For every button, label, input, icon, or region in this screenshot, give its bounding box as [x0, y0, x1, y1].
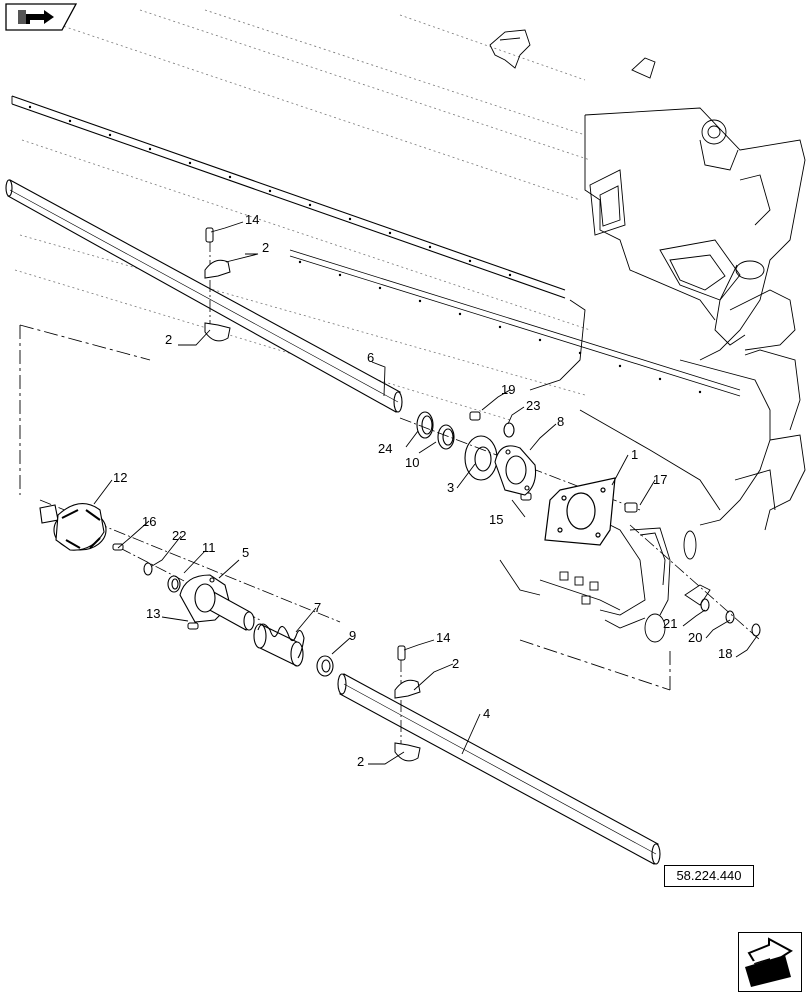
callout-c2b[interactable]: 2 [165, 332, 172, 347]
callout-c13[interactable]: 13 [146, 606, 160, 621]
callout-c17[interactable]: 17 [653, 472, 667, 487]
next-page-button[interactable] [738, 932, 802, 992]
callout-c14a[interactable]: 14 [245, 212, 259, 227]
callout-c6[interactable]: 6 [367, 350, 374, 365]
callout-c23[interactable]: 23 [526, 398, 540, 413]
leader-lines [93, 221, 758, 765]
bearing-housing-5 [179, 574, 255, 631]
header-frame-background [11, 9, 806, 691]
callout-c20[interactable]: 20 [688, 630, 702, 645]
callout-c24[interactable]: 24 [378, 441, 392, 456]
bearing-flange-8 [494, 445, 537, 496]
reference-code-box[interactable]: 58.224.440 [664, 865, 754, 887]
lower-shaft [337, 673, 661, 865]
callout-c14b[interactable]: 14 [436, 630, 450, 645]
upper-shaft [5, 179, 403, 413]
callout-c7[interactable]: 7 [314, 600, 321, 615]
callout-c15[interactable]: 15 [489, 512, 503, 527]
callout-c22[interactable]: 22 [172, 528, 186, 543]
next-page-arrow-icon [745, 937, 793, 987]
callout-c5[interactable]: 5 [242, 545, 249, 560]
hub-12 [39, 503, 107, 551]
callout-c10[interactable]: 10 [405, 455, 419, 470]
rings-and-washers [143, 411, 761, 677]
callout-c9[interactable]: 9 [349, 628, 356, 643]
callout-labels: 1222234567891011121314141516171819202122… [113, 212, 732, 769]
mounting-plate-1 [544, 477, 616, 546]
callout-c4[interactable]: 4 [483, 706, 490, 721]
callout-c11[interactable]: 11 [202, 540, 216, 555]
previous-page-arrow-icon[interactable] [5, 3, 78, 31]
callout-c18[interactable]: 18 [718, 646, 732, 661]
callout-c2c[interactable]: 2 [452, 656, 459, 671]
callout-c12[interactable]: 12 [113, 470, 127, 485]
callout-c19[interactable]: 19 [501, 382, 515, 397]
callout-c1[interactable]: 1 [631, 447, 638, 462]
spring-7 [253, 623, 305, 667]
callout-c8[interactable]: 8 [557, 414, 564, 429]
callout-c2d[interactable]: 2 [357, 754, 364, 769]
clamp-halves [204, 259, 421, 762]
callout-c2a[interactable]: 2 [262, 240, 269, 255]
callout-c21[interactable]: 21 [663, 616, 677, 631]
callout-c3[interactable]: 3 [447, 480, 454, 495]
callout-c16[interactable]: 16 [142, 514, 156, 529]
